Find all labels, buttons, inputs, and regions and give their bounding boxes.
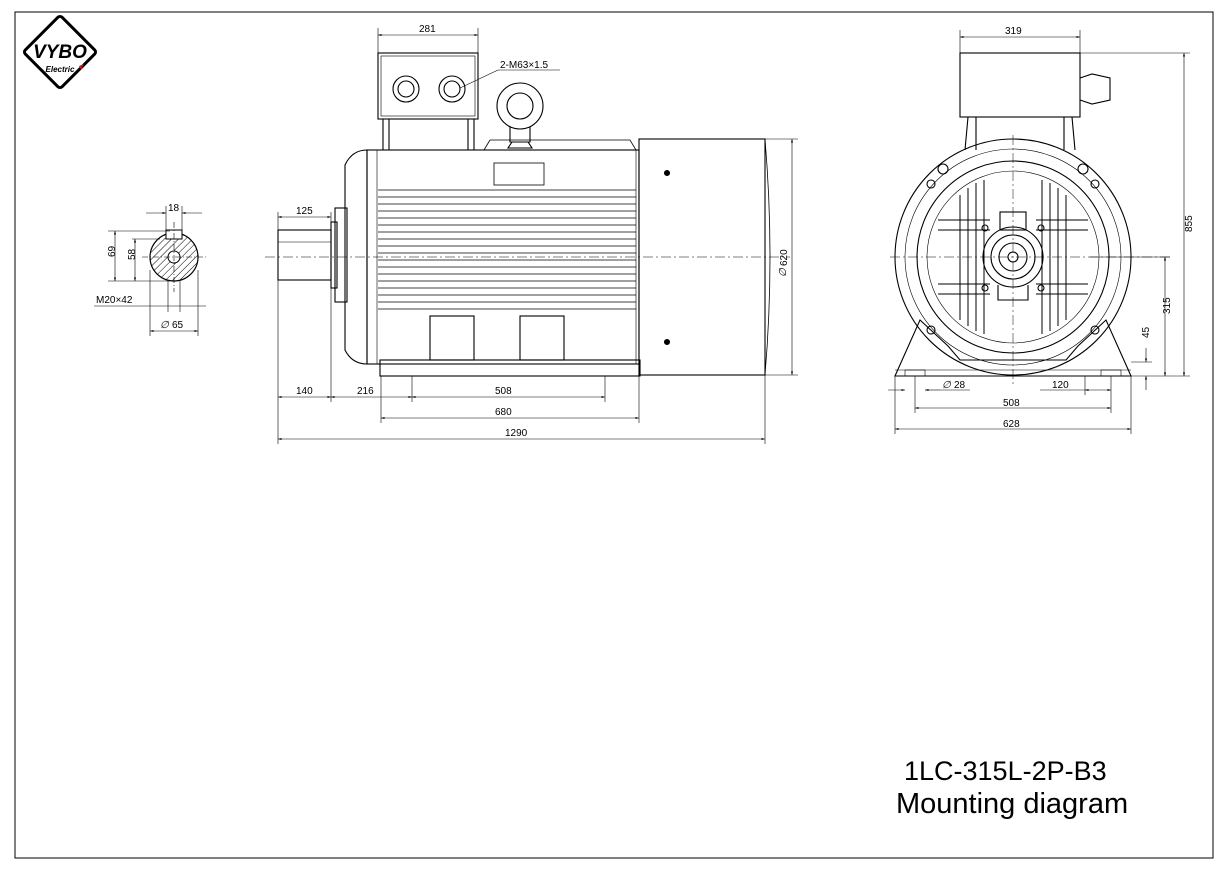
dim-front-120: 120 [1052, 380, 1069, 391]
front-view-dimensions [888, 30, 1190, 434]
dim-front-height: 855 [1184, 215, 1195, 232]
motor-front-view [890, 52, 1170, 385]
dim-shaft-key: 18 [168, 203, 180, 214]
dim-front-axis-height: 315 [1162, 297, 1173, 314]
shaft-section-view [94, 206, 206, 336]
motor-side-view [265, 52, 790, 377]
dim-cable-gland: 2-M63×1.5 [500, 60, 549, 71]
dim-1290: 1290 [505, 428, 528, 439]
vybo-logo: VYBO Electric [22, 14, 98, 90]
dim-terminal-width: 281 [419, 24, 436, 35]
dim-680: 680 [495, 407, 512, 418]
dim-diameter-symbol: ∅ [160, 320, 170, 331]
logo-sub: Electric [46, 65, 75, 74]
dim-shaft-dia: 65 [172, 320, 184, 331]
dim-shaft-thread: M20×42 [96, 295, 133, 306]
dim-front-foot: 45 [1141, 326, 1152, 338]
side-view-dimensions [277, 28, 798, 444]
dim-shaft-length: 125 [296, 206, 313, 217]
dim-diameter-symbol-body: ∅ [778, 267, 789, 277]
drawing-model-title: 1LC-315L-2P-B3 [904, 756, 1107, 786]
dim-216: 216 [357, 386, 374, 397]
dim-shaft-58: 58 [127, 248, 138, 260]
dim-front-box-width: 319 [1005, 26, 1022, 37]
dim-140: 140 [296, 386, 313, 397]
drawing-border [14, 11, 1214, 859]
dim-front-hole: 28 [954, 380, 966, 391]
drawing-caption: Mounting diagram [896, 788, 1129, 820]
dim-shaft-69: 69 [107, 245, 118, 257]
logo-brand: VYBO [33, 42, 87, 63]
dim-508-side: 508 [495, 386, 512, 397]
dim-body-diameter: 620 [779, 249, 790, 266]
dim-front-628: 628 [1003, 419, 1020, 430]
dim-front-508: 508 [1003, 398, 1020, 409]
dim-diameter-symbol-hole: ∅ [942, 380, 952, 391]
